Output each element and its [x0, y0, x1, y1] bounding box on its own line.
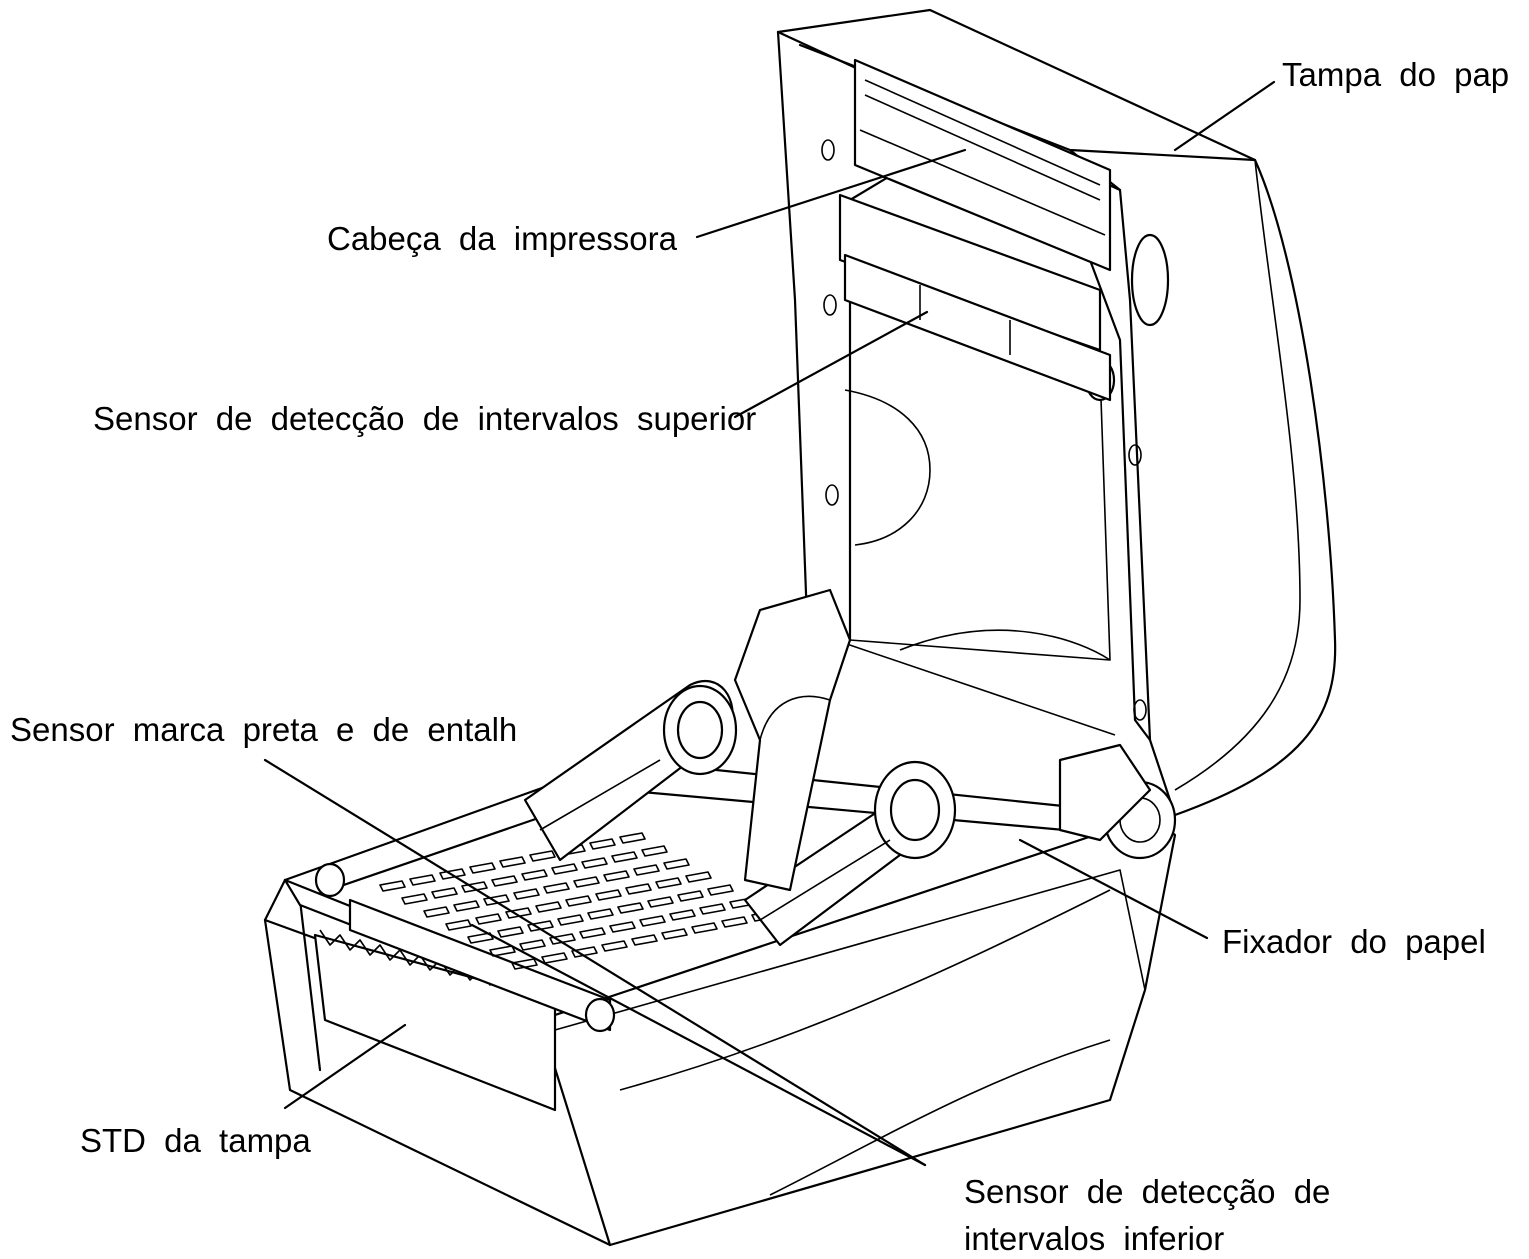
guide-slot — [513, 888, 540, 900]
guide-slot — [571, 946, 598, 958]
guide-slot — [631, 934, 658, 946]
guide-slot — [409, 874, 436, 886]
guide-slot — [467, 932, 494, 944]
label-lower-gap-sensor-line2: intervalos inferior — [964, 1220, 1224, 1257]
guide-slot — [529, 850, 556, 862]
label-black-mark-sensor: Sensor marca preta e de entalh — [10, 711, 517, 748]
guide-slot — [565, 895, 592, 907]
guide-slot — [579, 927, 606, 939]
guide-slot — [483, 894, 510, 906]
guide-slot — [601, 940, 628, 952]
guide-slot — [521, 869, 548, 881]
paper-holder — [523, 588, 1177, 947]
guide-slot — [527, 920, 554, 932]
guide-slot — [505, 907, 532, 919]
guide-slot — [619, 832, 646, 844]
guide-slot — [641, 845, 668, 857]
top-cover — [776, 8, 1337, 817]
label-paper-holder: Fixador do papel — [1222, 923, 1486, 960]
guide-slot — [699, 903, 726, 915]
guide-slot — [497, 926, 524, 938]
guide-slot — [431, 887, 458, 899]
guide-slot — [439, 868, 466, 880]
guide-slot — [453, 900, 480, 912]
guide-slot — [445, 919, 472, 931]
leader-line-paper-holder — [1018, 838, 1209, 940]
leader-lines — [263, 80, 1276, 1167]
guide-slot — [625, 883, 652, 895]
guide-slot — [661, 928, 688, 940]
guide-slot — [499, 856, 526, 868]
guide-slot — [581, 857, 608, 869]
label-upper-gap-sensor: Sensor de detecção de intervalos superio… — [93, 400, 756, 437]
guide-slot — [511, 958, 538, 970]
guide-slot — [647, 896, 674, 908]
guide-slot — [557, 914, 584, 926]
guide-slot — [551, 863, 578, 875]
leader-line-print-head — [695, 148, 967, 239]
label-paper-cover: Tampa do pap — [1282, 56, 1509, 93]
guide-slot — [611, 851, 638, 863]
guide-slot — [633, 864, 660, 876]
guide-slot — [423, 906, 450, 918]
label-print-head: Cabeça da impressora — [327, 220, 678, 257]
guide-slot — [655, 877, 682, 889]
guide-slot — [549, 933, 576, 945]
guide-slot — [461, 881, 488, 893]
guide-slot — [663, 858, 690, 870]
label-lower-gap-sensor-line1: Sensor de detecção de — [964, 1173, 1330, 1210]
guide-slot — [519, 939, 546, 951]
leader-line-black-mark-sensor — [263, 758, 927, 1167]
guide-slot — [535, 901, 562, 913]
guide-slot — [589, 838, 616, 850]
guide-slot — [609, 921, 636, 933]
label-cover-std: STD da tampa — [80, 1122, 311, 1159]
guide-slot — [475, 913, 502, 925]
guide-slot — [595, 889, 622, 901]
guide-slot — [707, 884, 734, 896]
guide-slot — [489, 945, 516, 957]
guide-slot — [721, 916, 748, 928]
guide-slot — [573, 876, 600, 888]
media-guide — [379, 832, 778, 970]
guide-slot — [401, 893, 428, 905]
guide-slot — [379, 880, 406, 892]
leader-line-cover-std — [283, 1023, 407, 1110]
guide-slot — [543, 882, 570, 894]
leader-line-paper-cover — [1173, 80, 1276, 152]
guide-slot — [469, 862, 496, 874]
guide-slot — [603, 870, 630, 882]
leader-line-upper-gap-sensor — [733, 310, 929, 419]
leader-line-lower-gap-sensor — [470, 923, 927, 1167]
guide-slot — [617, 902, 644, 914]
guide-slot — [541, 952, 568, 964]
guide-slot — [691, 922, 718, 934]
guide-slot — [677, 890, 704, 902]
guide-slot — [491, 875, 518, 887]
guide-slot — [639, 915, 666, 927]
platen-area — [283, 862, 616, 1033]
guide-slot — [669, 909, 696, 921]
labels: Tampa do pap Cabeça da impressora Sensor… — [10, 56, 1509, 1257]
guide-slot — [685, 871, 712, 883]
guide-slot — [587, 908, 614, 920]
